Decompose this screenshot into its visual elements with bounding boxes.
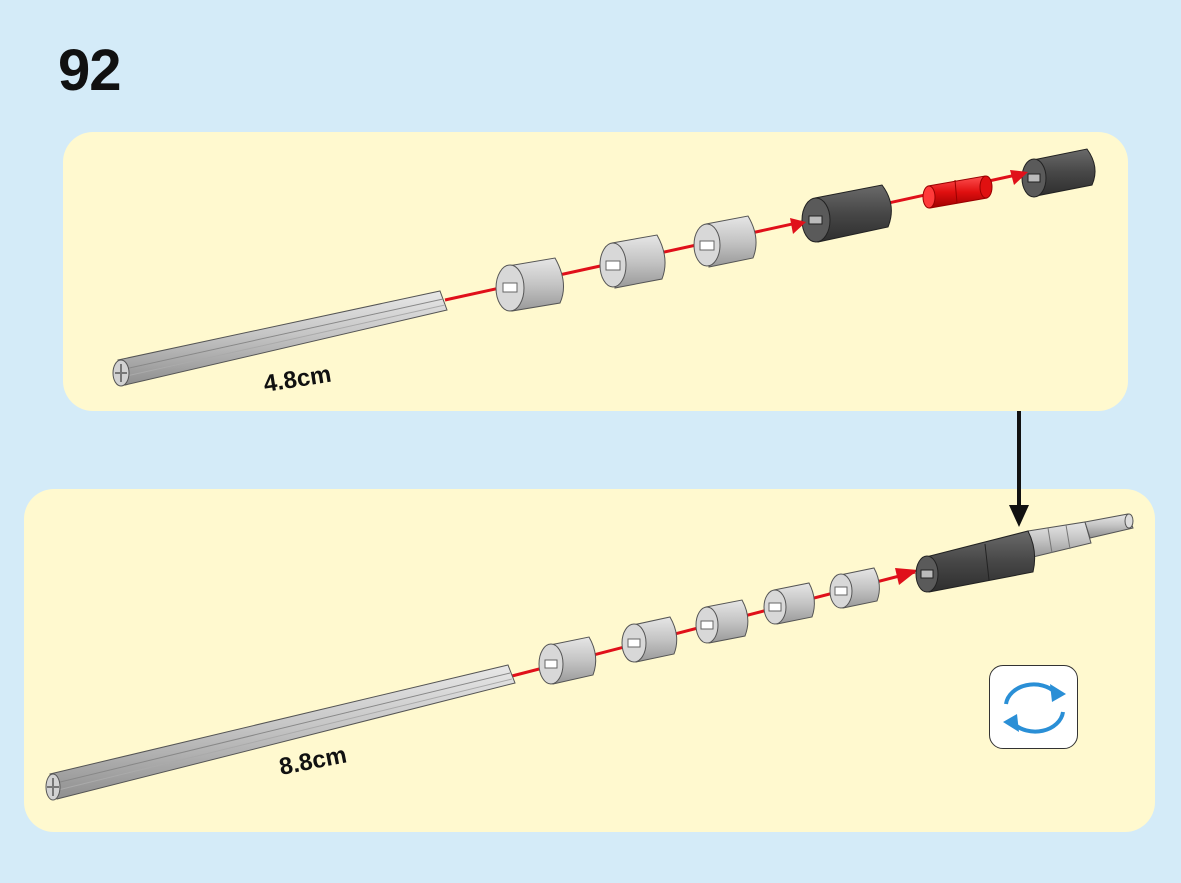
bottom-subassembly xyxy=(915,513,1134,593)
bottom-bush-5 xyxy=(829,567,880,609)
bottom-axle xyxy=(45,664,516,801)
top-bush-3 xyxy=(693,215,757,268)
rotate-view-button[interactable] xyxy=(989,665,1078,749)
top-bush-1 xyxy=(495,257,565,312)
top-bush-2 xyxy=(599,234,666,289)
top-axle xyxy=(112,290,448,387)
bottom-bush-4 xyxy=(763,582,815,625)
bottom-assembly: 8.8cm xyxy=(45,513,1134,801)
rotate-icon xyxy=(1003,682,1066,734)
panel-connector-arrow xyxy=(1009,411,1029,527)
step-number: 92 xyxy=(58,38,122,103)
bottom-arrow xyxy=(895,568,918,585)
top-small-dark-connector xyxy=(1021,148,1096,198)
top-instruction-panel xyxy=(63,132,1128,411)
top-arrow-1 xyxy=(790,218,806,234)
bottom-bush-2 xyxy=(621,616,678,663)
bottom-bush-1 xyxy=(538,636,597,685)
bottom-axle-length-label: 8.8cm xyxy=(277,741,349,780)
top-dark-connector xyxy=(801,184,892,243)
top-arrow-2 xyxy=(1010,170,1028,185)
bottom-bush-3 xyxy=(695,599,749,644)
top-assembly: 4.8cm xyxy=(112,148,1096,398)
top-axle-length-label: 4.8cm xyxy=(262,361,333,398)
top-red-pin xyxy=(922,175,993,209)
